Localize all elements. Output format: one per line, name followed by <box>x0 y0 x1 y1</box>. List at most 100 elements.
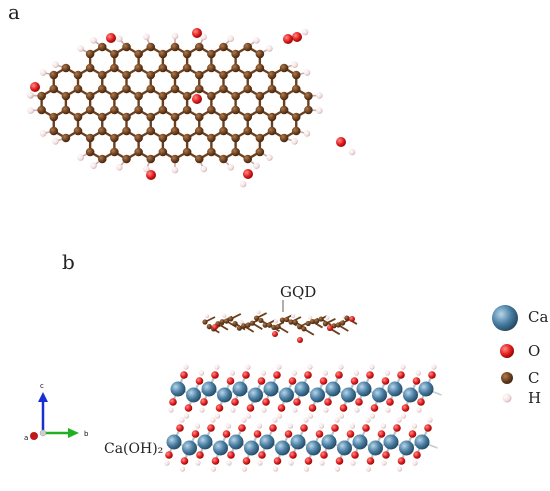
carbon-atom <box>207 105 216 115</box>
caoh2-slab <box>164 364 437 472</box>
hydrogen-atom <box>276 364 282 370</box>
oxygen-atom <box>211 371 219 379</box>
carbon-atom <box>255 105 265 115</box>
carbon-atom <box>219 126 228 136</box>
carbon-atom <box>255 133 265 143</box>
hydrogen-atom <box>116 35 123 42</box>
carbon-atom <box>97 84 107 94</box>
hydrogen-atom <box>272 466 279 472</box>
hydrogen-atom <box>273 319 278 324</box>
calcium-atom <box>418 381 434 397</box>
legend-label-o: O <box>528 342 541 360</box>
carbon-atom <box>182 91 192 101</box>
carbon-atom <box>344 315 350 321</box>
carbon-atom <box>61 91 71 101</box>
hydrogen-atom <box>288 460 294 466</box>
oxygen-atom <box>350 377 359 385</box>
hydrogen-atom <box>52 138 59 145</box>
oxygen-atom <box>412 377 421 385</box>
carbon-atom <box>304 91 313 101</box>
hydrogen-atom <box>200 33 207 41</box>
calcium-atom <box>356 381 372 397</box>
carbon-atom <box>97 42 107 52</box>
hydrogen-atom <box>380 423 387 429</box>
carbon-atom <box>73 70 83 80</box>
carbon-atom <box>122 126 131 136</box>
carbon-atom <box>158 63 168 73</box>
carbon-atom <box>231 49 240 59</box>
oxygen-atom <box>397 371 405 379</box>
carbon-atom <box>73 84 83 94</box>
oxygen-atom <box>292 32 302 42</box>
calcium-atom <box>403 387 418 403</box>
carbon-atom <box>158 147 168 157</box>
carbon-atom <box>49 112 59 122</box>
hydrogen-atom <box>307 413 314 419</box>
carbon-atom <box>284 316 290 323</box>
oxygen-atom <box>349 316 355 322</box>
hydrogen-atom <box>39 130 47 137</box>
hydrogen-atom <box>291 370 298 376</box>
oxygen-atom <box>257 377 266 385</box>
carbon-atom <box>170 154 180 164</box>
carbon-atom <box>231 63 240 73</box>
carbon-atom <box>241 323 247 329</box>
carbon-atom <box>206 324 212 330</box>
oxygen-atom <box>355 398 363 406</box>
oxygen-atom <box>346 430 355 438</box>
oxygen-atom <box>393 424 401 432</box>
oxygen-atom <box>258 451 266 459</box>
hydrogen-atom <box>318 423 325 429</box>
carbon-atom <box>279 133 289 143</box>
calcium-atom <box>263 381 279 397</box>
hydrogen-atom <box>198 370 205 376</box>
carbon-atom <box>207 133 216 143</box>
oxygen-atom <box>246 404 255 412</box>
carbon-atom <box>194 154 204 164</box>
hydrogen-atom <box>266 154 273 161</box>
carbon-atom <box>158 133 168 143</box>
oxygen-atom <box>283 34 293 44</box>
carbon-atom <box>288 319 294 325</box>
carbon-atom <box>231 147 240 157</box>
hydrogen-atom <box>412 460 418 466</box>
carbon-atom <box>279 105 289 115</box>
legend-label-ca: Ca <box>528 308 549 326</box>
hydrogen-atom <box>200 165 207 173</box>
axis-b-label: b <box>84 430 89 438</box>
oxygen-atom-icon <box>500 344 514 358</box>
calcium-atom <box>387 381 403 397</box>
oxygen-atom <box>277 404 286 412</box>
carbon-atom <box>134 105 143 115</box>
hydrogen-atom <box>287 423 294 429</box>
hydrogen-atom <box>143 33 150 41</box>
legend <box>492 305 518 403</box>
hydrogen-atom <box>292 407 298 413</box>
hydrogen-atom <box>316 107 323 114</box>
oxygen-atom <box>253 430 262 438</box>
calcium-atom <box>232 381 248 397</box>
calcium-atom <box>399 440 414 456</box>
gqd-label: GQD <box>280 283 317 301</box>
carbon-atom <box>243 126 253 136</box>
carbon-atom-icon <box>501 372 513 384</box>
calcium-atom <box>279 387 294 403</box>
carbon-atom <box>85 133 95 143</box>
oxygen-atom <box>196 451 204 459</box>
hydrogen-atom <box>227 164 234 171</box>
hydrogen-atom <box>319 460 325 466</box>
hydrogen-atom <box>164 460 170 466</box>
hydrogen-atom <box>195 460 201 466</box>
carbon-atom <box>85 105 95 115</box>
carbon-atom <box>122 42 131 52</box>
carbon-atom <box>49 84 59 94</box>
hydrogen-atom <box>325 315 330 320</box>
calcium-atom <box>321 434 337 450</box>
carbon-atom <box>146 112 156 122</box>
oxygen-atom <box>413 451 421 459</box>
hydrogen-atom <box>353 370 360 376</box>
hydrogen-atom <box>230 407 236 413</box>
carbon-atom <box>249 320 255 326</box>
oxygen-atom <box>397 457 406 465</box>
hydrogen-atom <box>307 364 313 370</box>
